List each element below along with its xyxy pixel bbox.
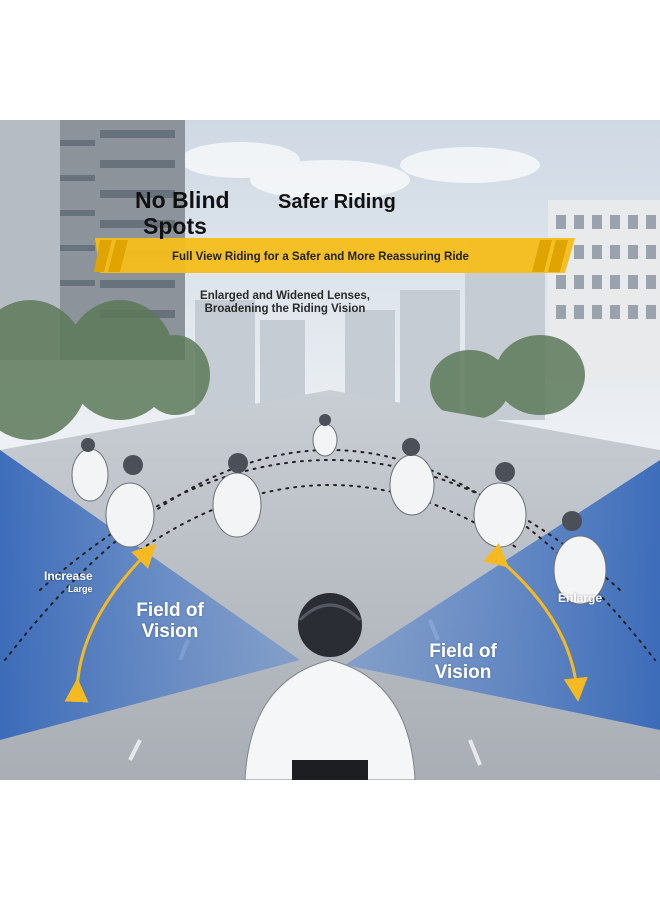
headline-safer-riding: Safer Riding: [278, 191, 396, 213]
cyclist-helmets: [81, 414, 582, 531]
clouds: [180, 142, 540, 200]
trees: [0, 300, 585, 440]
right-arrow: [483, 543, 588, 702]
banner: [94, 238, 575, 273]
main-rider: [244, 593, 416, 780]
subtitle-line1: Enlarged and Widened Lenses,: [200, 290, 370, 302]
large-label: Large: [68, 584, 93, 594]
cycling-scene: No Blind Spots Safer Riding Full View Ri…: [0, 120, 660, 780]
arrow-drops: [75, 690, 579, 695]
right-field-of-vision-line2: Vision: [434, 662, 492, 683]
scene-illustration: [0, 120, 660, 780]
enlarge-label: Enlarge: [558, 591, 603, 605]
left-field-of-vision-line2: Vision: [141, 621, 199, 642]
headline-spots: Spots: [143, 213, 207, 239]
left-field-of-vision-line1: Field of: [136, 600, 204, 621]
subtitle-line2: Broadening the Riding Vision: [204, 303, 366, 315]
increase-label: Increase: [44, 569, 93, 583]
left-arrow: [64, 543, 157, 703]
headline-no-blind: No Blind: [135, 187, 230, 213]
banner-text: Full View Riding for a Safer and More Re…: [172, 251, 469, 263]
right-field-of-vision-line1: Field of: [429, 641, 497, 662]
